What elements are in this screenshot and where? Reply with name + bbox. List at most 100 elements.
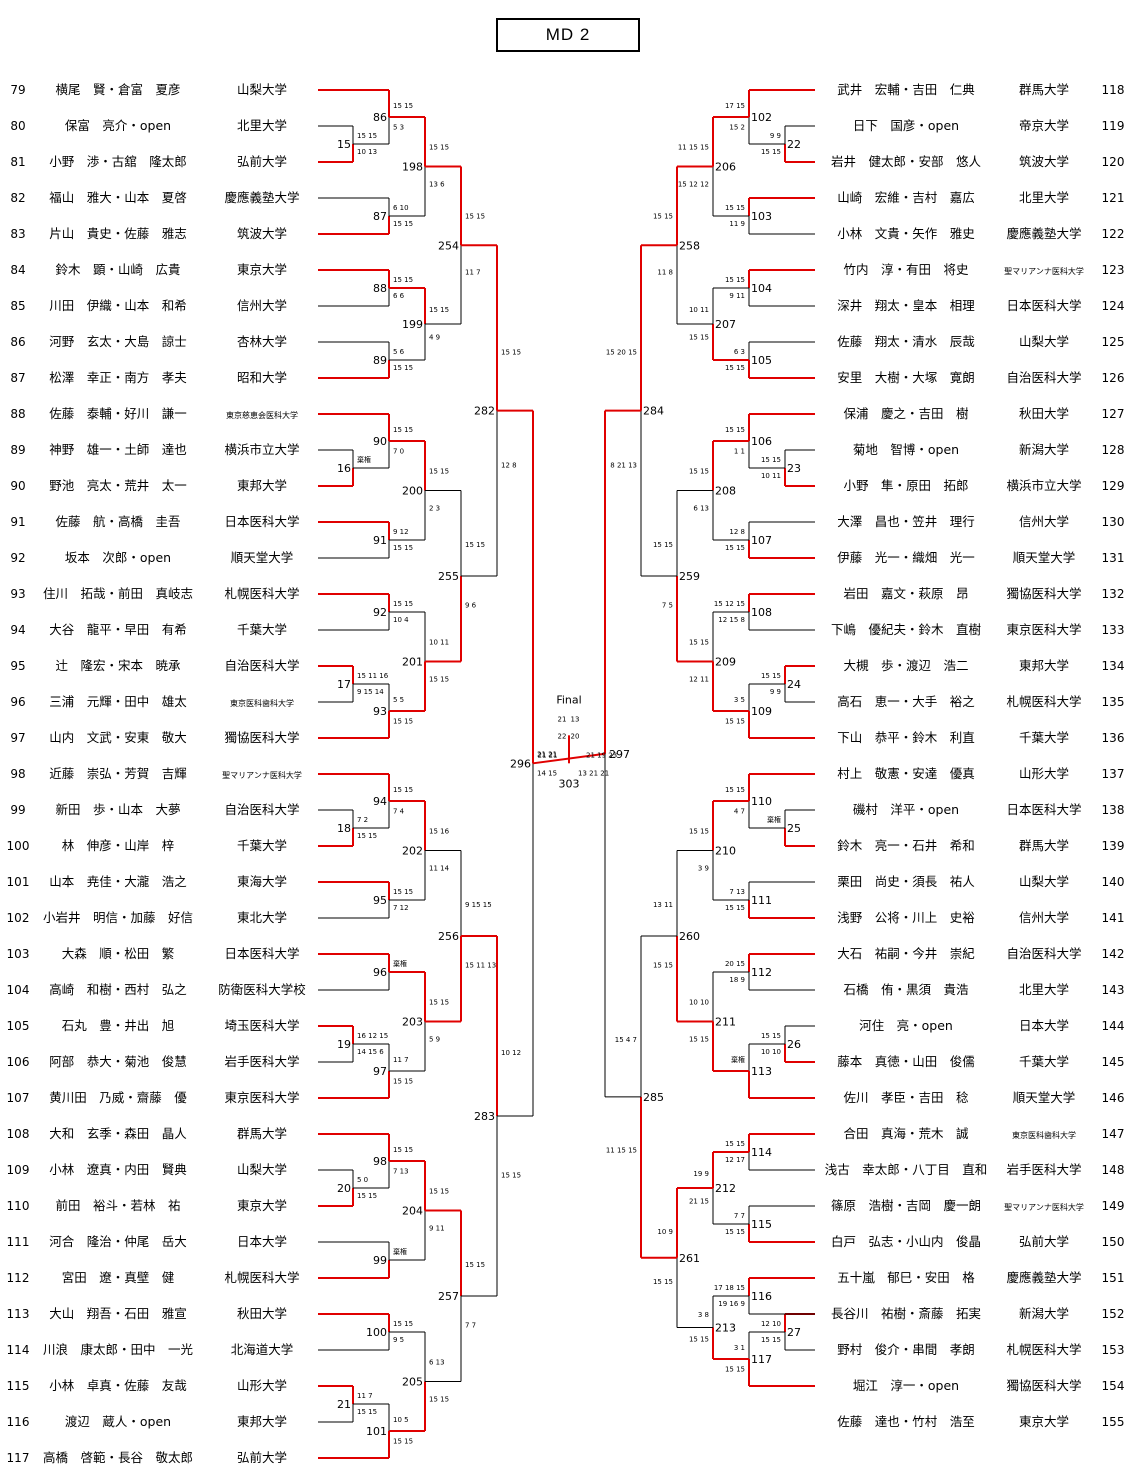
player-names: 住川 拓哉・前田 真岐志 xyxy=(43,586,193,601)
score-top: 7 13 xyxy=(729,888,745,896)
player-names: 白戸 弘志・小山内 俊晶 xyxy=(831,1234,981,1249)
score-top: 15 15 xyxy=(393,1320,413,1328)
match-number: 95 xyxy=(373,894,387,907)
seed-number: 108 xyxy=(7,1127,30,1141)
score-bottom: 21 15 xyxy=(689,1198,709,1206)
university-name: 日本医科大学 xyxy=(224,514,299,529)
score-bottom: 15 15 xyxy=(725,544,745,552)
score-top: 13 11 xyxy=(653,901,673,909)
seed-number: 99 xyxy=(10,803,25,817)
player-names: 鈴木 顕・山崎 広貴 xyxy=(55,262,180,277)
score-bottom: 6 13 xyxy=(693,504,709,512)
score-top: 10 11 xyxy=(689,306,709,314)
match-number: 91 xyxy=(373,534,387,547)
university-name: 東邦大学 xyxy=(1019,658,1069,673)
match-number: 104 xyxy=(751,282,772,295)
player-names: 小岩井 明信・加藤 好信 xyxy=(43,910,193,925)
score-bottom: 15 15 xyxy=(689,1336,709,1344)
seed-number: 152 xyxy=(1102,1307,1125,1321)
player-names: 竹内 淳・有田 将史 xyxy=(843,262,969,277)
university-name: 東京慈恵会医科大学 xyxy=(226,410,298,420)
university-name: 東京医科大学 xyxy=(1006,622,1081,637)
player-names: 石橋 侑・黒須 貴浩 xyxy=(843,982,968,997)
match-number: 282 xyxy=(474,405,495,418)
score-top: 15 15 xyxy=(429,999,449,1007)
seed-number: 103 xyxy=(7,947,30,961)
player-names: 岩田 嘉文・萩原 昂 xyxy=(843,586,968,601)
seed-number: 151 xyxy=(1102,1271,1125,1285)
university-name: 自治医科大学 xyxy=(1006,946,1081,961)
match-number: 199 xyxy=(402,318,423,331)
match-number: 258 xyxy=(679,239,700,252)
seed-number: 123 xyxy=(1102,263,1125,277)
score-bottom: 10 13 xyxy=(357,148,377,156)
score-bottom: 12 15 8 xyxy=(718,616,745,624)
player-names: 佐藤 航・高橋 圭吾 xyxy=(55,514,180,529)
seed-number: 131 xyxy=(1102,551,1125,565)
player-names: 三浦 元輝・田中 雄太 xyxy=(49,694,187,709)
university-name: 順天堂大学 xyxy=(1013,550,1076,565)
match-number: 88 xyxy=(373,282,387,295)
score-bottom: 7 4 xyxy=(393,808,405,816)
match-number: 116 xyxy=(751,1290,772,1303)
score-top: 11 15 15 xyxy=(678,144,709,152)
match-number: 205 xyxy=(402,1376,423,1389)
seed-number: 81 xyxy=(10,155,25,169)
match-number: 108 xyxy=(751,606,772,619)
seed-number: 102 xyxy=(7,911,30,925)
score-bottom: 7 0 xyxy=(393,448,404,456)
university-name: 慶應義塾大学 xyxy=(1006,1270,1081,1285)
player-names: 辻 隆宏・宋本 暁承 xyxy=(55,658,181,673)
university-name: 札幌医科大学 xyxy=(224,1270,299,1285)
player-names: 磯村 洋平・open xyxy=(853,802,959,817)
player-names: 浅野 公将・川上 史裕 xyxy=(837,910,975,925)
seed-number: 127 xyxy=(1102,407,1125,421)
final-score: 21 xyxy=(549,751,558,759)
score-bottom: 12 17 xyxy=(725,1156,745,1164)
score-top: 15 15 xyxy=(725,204,745,212)
score-top: 15 15 xyxy=(725,276,745,284)
score-bottom: 15 15 xyxy=(393,544,413,552)
score-top: 15 15 xyxy=(501,348,521,356)
score-bottom: 15 15 xyxy=(357,832,377,840)
match-number: 284 xyxy=(643,405,664,418)
score-top: 15 15 xyxy=(465,541,485,549)
final-score: 13 21 21 xyxy=(578,769,609,777)
match-number: 111 xyxy=(751,894,772,907)
match-number: 18 xyxy=(337,822,351,835)
score-top: 15 15 xyxy=(689,639,709,647)
match-number: 86 xyxy=(373,111,387,124)
score-top: 15 15 xyxy=(393,600,413,608)
match-number: 283 xyxy=(474,1110,495,1123)
score-bottom: 15 15 xyxy=(357,1408,377,1416)
seed-number: 107 xyxy=(7,1091,30,1105)
university-name: 群馬大学 xyxy=(1019,838,1069,853)
score-bottom: 15 15 xyxy=(761,148,781,156)
score-bottom: 15 15 xyxy=(357,1192,377,1200)
seed-number: 100 xyxy=(7,839,30,853)
university-name: 横浜市立大学 xyxy=(224,442,299,457)
score-bottom: 11 8 xyxy=(657,268,673,276)
player-names: 浅古 幸太郎・八丁目 直和 xyxy=(825,1162,988,1177)
score-bottom: 11 14 xyxy=(429,864,450,872)
player-names: 野村 俊介・串間 孝朗 xyxy=(837,1342,975,1357)
seed-number: 128 xyxy=(1102,443,1125,457)
score-top: 15 11 16 xyxy=(357,672,389,680)
seed-number: 109 xyxy=(7,1163,30,1177)
match-number: 210 xyxy=(715,845,736,858)
match-number: 201 xyxy=(402,656,423,669)
university-name: 千葉大学 xyxy=(1019,730,1069,745)
match-number: 207 xyxy=(715,318,736,331)
match-number: 17 xyxy=(337,678,351,691)
university-name: 日本大学 xyxy=(237,1234,287,1249)
seed-number: 126 xyxy=(1102,371,1125,385)
match-number: 96 xyxy=(373,966,387,979)
score-bottom: 10 11 xyxy=(761,472,781,480)
match-number: 26 xyxy=(787,1038,801,1051)
university-name: 千葉大学 xyxy=(237,838,287,853)
score-top: 5 0 xyxy=(357,1176,368,1184)
score-bottom: 9 6 xyxy=(465,601,477,609)
player-names: 横尾 賢・倉富 夏彦 xyxy=(55,82,180,97)
player-names: 小林 卓真・佐藤 友哉 xyxy=(49,1378,187,1393)
score-bottom: 15 15 xyxy=(393,1438,413,1446)
